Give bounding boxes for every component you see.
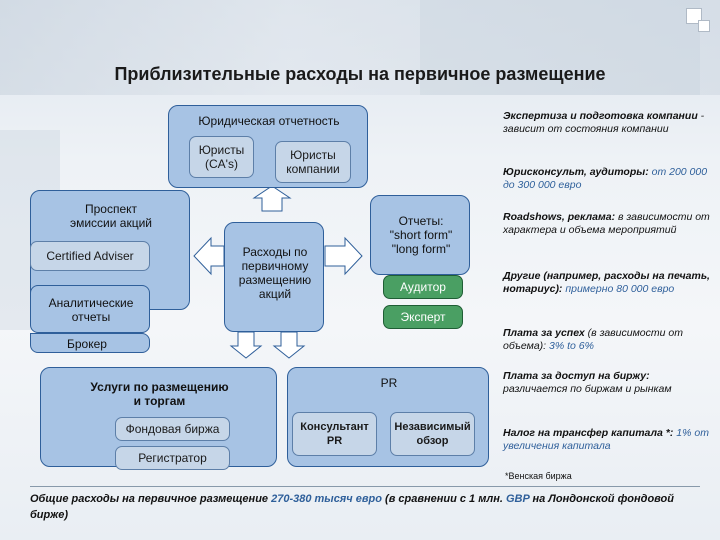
side-note: Другие (например, расходы на печать, нот… [503,270,710,295]
reports-box: Отчеты: "short form" "long form" [370,195,470,275]
arrow-up-icon [252,185,292,212]
background-shape [420,0,700,95]
independent-review-box: Независимый обзор [390,412,475,456]
registrar-box: Регистратор [115,446,230,470]
legal-reporting-box: Юридическая отчетность Юристы (CA's) Юри… [168,105,368,188]
corner-square [698,20,710,32]
side-note: Плата за успех (в зависимости от объема)… [503,327,683,352]
prospectus-label: Проспект эмиссии акций [69,202,153,230]
pr-consultant-box: Консультант PR [292,412,377,456]
footnote: *Венская биржа [505,471,572,481]
side-note: Налог на трансфер капитала *: 1% от увел… [503,427,709,452]
legal-reporting-label: Юридическая отчетность [198,114,340,128]
certified-adviser-box: Certified Adviser [30,241,150,271]
page-title: Приблизительные расходы на первичное раз… [114,64,606,84]
placement-services-label: Услуги по размещению и торгам [90,380,229,408]
lawyers-ca-box: Юристы (CA's) [189,136,254,178]
broker-box: Брокер [30,333,150,353]
company-lawyers-box: Юристы компании [275,141,351,183]
pr-label: PR [380,376,398,390]
auditor-box: Аудитор [383,275,463,299]
header-band [0,0,720,95]
analytics-reports-box: Аналитические отчеты [30,285,150,333]
side-note: Юрисконсульт, аудиторы: от 200 000 до 30… [503,166,708,191]
divider [30,486,700,487]
total-costs-summary: Общие расходы на первичное размещение 27… [30,493,674,521]
broker-label: Брокер [67,337,107,351]
ipo-costs-label: Расходы по первичному размещению акций [238,245,312,301]
side-note: Roadshows, реклама: в зависимости от хар… [503,211,710,236]
side-note: Экспертиза и подготовка компании - завис… [503,110,705,135]
analytics-reports-label: Аналитические отчеты [48,296,134,324]
arrow-down-icon [272,331,306,359]
arrow-right-icon [324,236,363,276]
expert-box: Эксперт [383,305,463,329]
arrow-left-icon [193,236,225,276]
stock-exchange-box: Фондовая биржа [115,417,230,441]
reports-label: Отчеты: "short form" "long form" [389,214,453,256]
side-note: Плата за доступ на биржу: различается по… [503,370,672,395]
arrow-down-icon [229,331,263,359]
ipo-costs-box: Расходы по первичному размещению акций [224,222,324,332]
